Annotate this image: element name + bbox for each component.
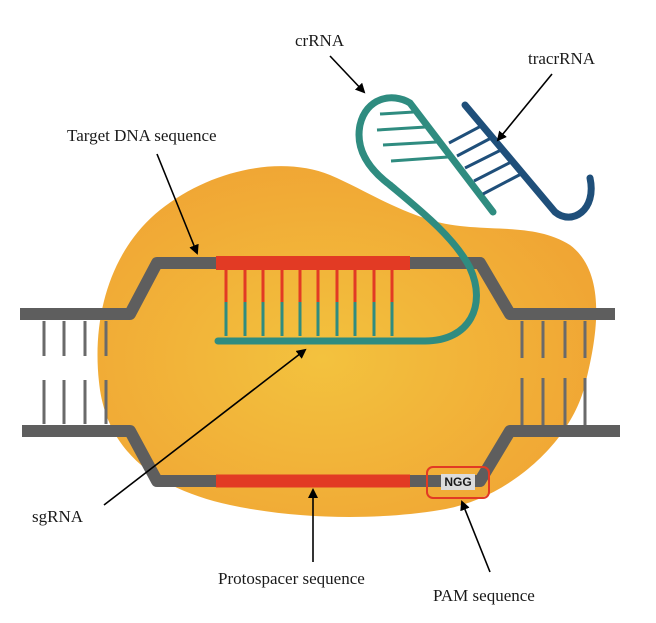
arrow-icon bbox=[156, 153, 199, 255]
pam-box bbox=[426, 466, 490, 499]
tracrrna-label: tracrRNA bbox=[528, 49, 596, 68]
protospacer-label: Protospacer sequence bbox=[218, 569, 365, 588]
ngg-box bbox=[441, 474, 475, 490]
sgrna-label: sgRNA bbox=[32, 507, 84, 526]
annotation-arrows bbox=[103, 55, 553, 573]
arrow-icon bbox=[496, 73, 553, 142]
arrow-icon bbox=[460, 500, 491, 573]
guide-rna-strand bbox=[214, 181, 480, 345]
tracrrna-rungs bbox=[448, 123, 524, 196]
base-pair-rungs bbox=[224, 270, 394, 336]
target-dna-label: Target DNA sequence bbox=[67, 126, 217, 145]
tracrrna-strand bbox=[461, 101, 595, 221]
crrna-label: crRNA bbox=[295, 31, 345, 50]
pam-label: PAM sequence bbox=[433, 586, 535, 605]
ngg-label: NGG bbox=[444, 475, 471, 489]
crrna-hairpin bbox=[355, 94, 497, 216]
right-dna-rungs bbox=[520, 321, 587, 425]
crrna-hairpin-rungs bbox=[376, 110, 449, 163]
arrow-icon bbox=[329, 55, 366, 94]
left-dna-rungs bbox=[42, 321, 108, 424]
arrow-icon bbox=[103, 348, 307, 506]
